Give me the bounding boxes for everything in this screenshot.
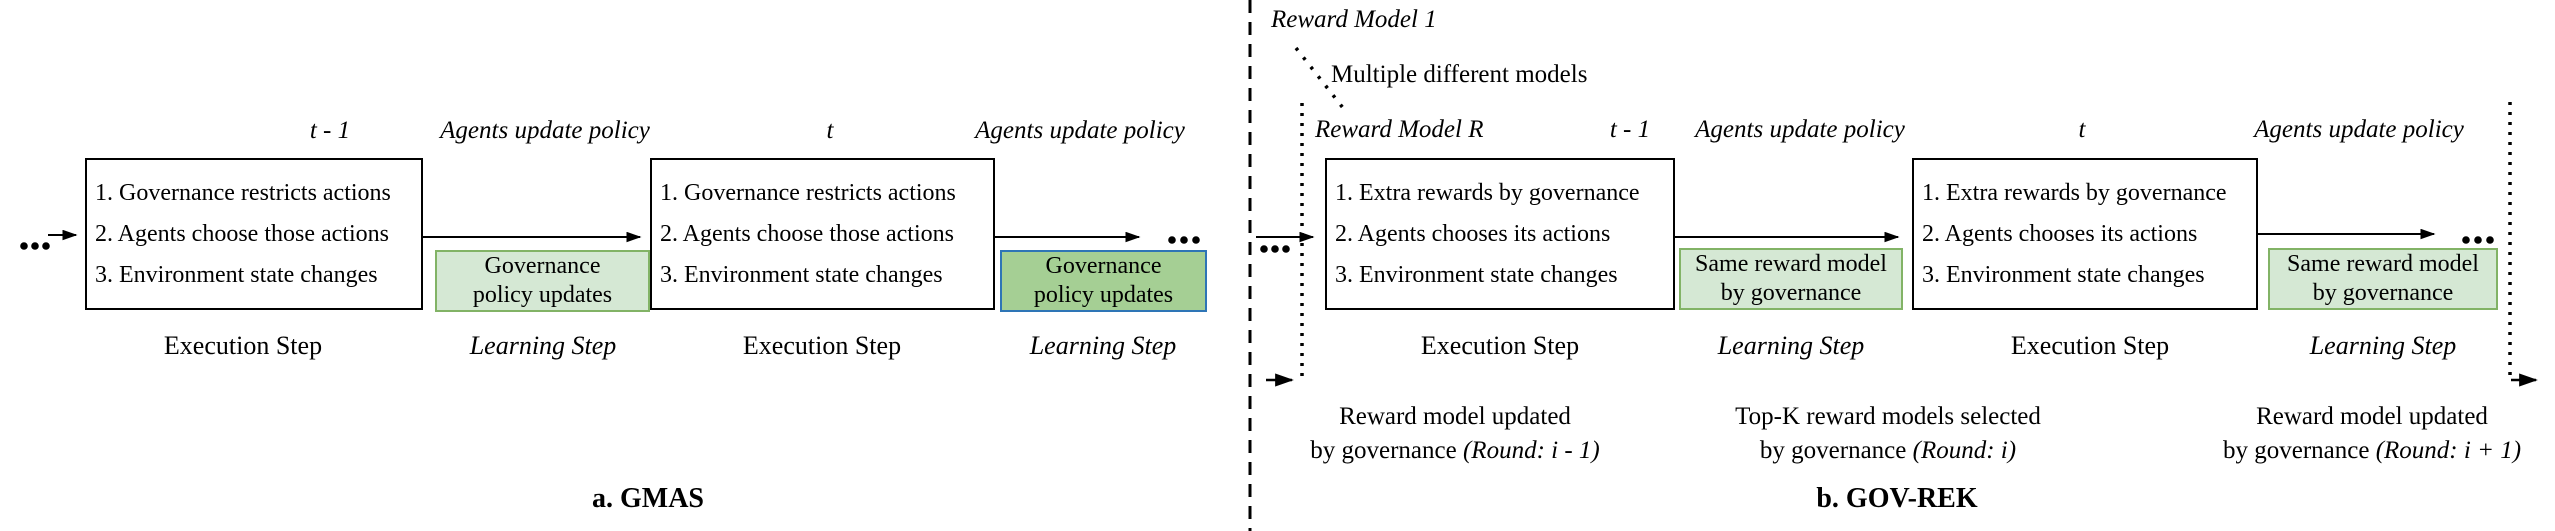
panel-b-reward-updated-label-right: Reward model updated by governance (Roun… <box>2223 400 2521 468</box>
reward-box-line: by governance <box>2312 280 2454 306</box>
panel-b-execution-step-label-2: Execution Step <box>2010 331 2170 360</box>
panel-a-execution-step-label-1: Execution Step <box>163 331 323 360</box>
bottom-label-line2: by governance (Round: i) <box>1759 437 2017 464</box>
governance-box-line: policy updates <box>472 282 613 308</box>
execution-box-line: 2. Agents chooses its actions <box>1922 220 2198 247</box>
round-annotation: (Round: i) <box>1912 437 2017 464</box>
panel-a-execution-box-2: 1. Governance restricts actions 2. Agent… <box>650 158 995 310</box>
panel-b-execution-step-label-1: Execution Step <box>1420 331 1580 360</box>
panel-a-entry-ellipsis-icon <box>20 242 50 250</box>
execution-box-line: 1. Extra rewards by governance <box>1922 179 2227 206</box>
execution-box-line: 1. Governance restricts actions <box>660 179 956 206</box>
panel-b-topk-selected-label: Top-K reward models selected by governan… <box>1735 400 2041 468</box>
bottom-label-line2: by governance (Round: i - 1) <box>1310 437 1600 464</box>
execution-box-line: 1. Governance restricts actions <box>95 179 391 206</box>
execution-box-line: 1. Extra rewards by governance <box>1335 179 1640 206</box>
panel-a-agents-update-policy-label-2: Agents update policy <box>975 117 1185 144</box>
panel-a-learning-step-label-1: Learning Step <box>469 331 617 360</box>
governance-box-line: Governance <box>484 253 601 279</box>
panel-b-same-reward-model-box-1: Same reward model by governance <box>1679 248 1903 310</box>
panel-a-caption: a. GMAS <box>592 483 704 514</box>
panel-a-execution-step-label-2: Execution Step <box>742 331 902 360</box>
panel-a-exit-ellipsis-icon <box>1168 236 1200 244</box>
panel-b-reward-model-1-label: Reward Model 1 <box>1271 6 1437 33</box>
execution-box-line: 2. Agents choose those actions <box>95 220 389 247</box>
bottom-label-line1: Top-K reward models selected <box>1735 403 2041 430</box>
reward-box-line: Same reward model <box>1695 251 1887 277</box>
bottom-label-line2: by governance (Round: i + 1) <box>2222 437 2522 464</box>
execution-box-line: 3. Environment state changes <box>1922 261 2205 288</box>
panel-b-timestep-t-minus-1-label: t - 1 <box>1609 116 1651 143</box>
panel-b-reward-updated-label-left: Reward model updated by governance (Roun… <box>1310 400 1600 468</box>
panel-b-timestep-t-label: t <box>2078 116 2086 143</box>
round-annotation: (Round: i - 1) <box>1462 437 1600 464</box>
execution-box-line: 3. Environment state changes <box>1335 261 1618 288</box>
panel-a-execution-box-1: 1. Governance restricts actions 2. Agent… <box>85 158 423 310</box>
panel-b-exit-ellipsis-icon <box>2462 236 2494 244</box>
panel-a-governance-policy-updates-box-1: Governance policy updates <box>435 250 650 312</box>
panel-a-governance-policy-updates-box-2: Governance policy updates <box>1000 250 1207 312</box>
execution-box-line: 2. Agents choose those actions <box>660 220 954 247</box>
panel-b-entry-ellipsis-icon <box>1260 245 1290 253</box>
governance-box-line: policy updates <box>1033 282 1174 308</box>
panel-b-caption: b. GOV-REK <box>1816 483 1978 514</box>
panel-b-agents-update-policy-label-1: Agents update policy <box>1695 116 1905 143</box>
panel-b-execution-box-1: 1. Extra rewards by governance 2. Agents… <box>1325 158 1675 310</box>
panel-b-learning-step-label-2: Learning Step <box>2309 331 2457 360</box>
governance-box-line: Governance <box>1045 253 1162 279</box>
execution-box-line: 2. Agents chooses its actions <box>1335 220 1611 247</box>
panel-b-execution-box-2: 1. Extra rewards by governance 2. Agents… <box>1912 158 2258 310</box>
panel-b-reward-model-r-label: Reward Model R <box>1315 116 1484 143</box>
panel-b-multiple-models-label: Multiple different models <box>1331 61 1588 88</box>
panel-a-agents-update-policy-label-1: Agents update policy <box>440 117 650 144</box>
execution-box-line: 3. Environment state changes <box>95 261 378 288</box>
panel-a-learning-step-label-2: Learning Step <box>1029 331 1177 360</box>
reward-box-line: by governance <box>1720 280 1862 306</box>
panel-b-learning-step-label-1: Learning Step <box>1717 331 1865 360</box>
panel-a-timestep-t-label: t <box>826 117 834 144</box>
bottom-label-line1: Reward model updated <box>1339 403 1571 430</box>
panel-b-same-reward-model-box-2: Same reward model by governance <box>2268 248 2498 310</box>
reward-box-line: Same reward model <box>2287 251 2479 277</box>
bottom-label-line1: Reward model updated <box>2256 403 2488 430</box>
panel-b-agents-update-policy-label-2: Agents update policy <box>2254 116 2464 143</box>
round-annotation: (Round: i + 1) <box>2375 437 2522 464</box>
execution-box-line: 3. Environment state changes <box>660 261 943 288</box>
panel-a-timestep-t-minus-1-label: t - 1 <box>309 117 351 144</box>
